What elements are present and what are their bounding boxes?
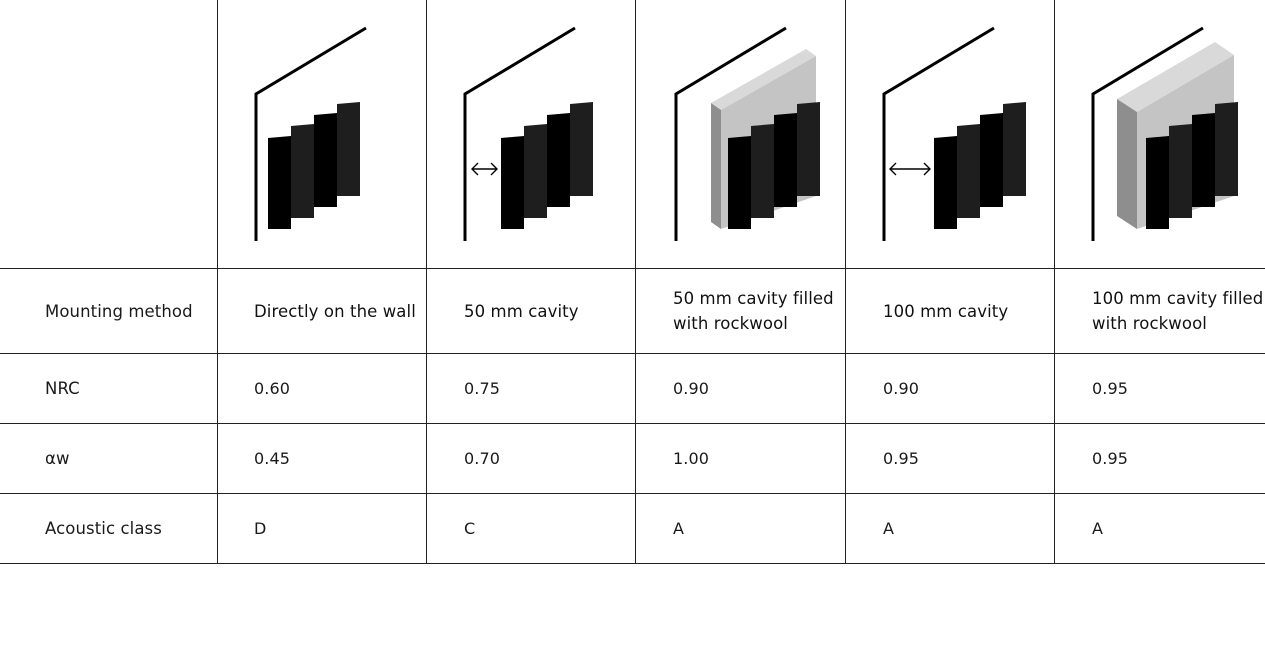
acoustic-class-value: A xyxy=(883,519,895,538)
row-divider xyxy=(0,563,1265,564)
nrc-value: 0.90 xyxy=(673,379,710,398)
acoustic-class-value: A xyxy=(1092,519,1104,538)
acoustic-class-value: D xyxy=(254,519,267,538)
acoustic-class-value: A xyxy=(673,519,685,538)
aw-value: 0.70 xyxy=(464,449,501,468)
mounting-method-cell: 100 mm cavity filled with rockwool xyxy=(1092,289,1264,333)
row-divider xyxy=(0,423,1265,424)
row-label-acoustic-class: Acoustic class xyxy=(45,519,162,538)
aw-value: 1.00 xyxy=(673,449,710,468)
cavity-arrow-icon xyxy=(889,162,931,176)
row-label-mounting-method: Mounting method xyxy=(45,301,193,321)
panel-directly-on-wall-icon xyxy=(218,0,427,268)
row-divider xyxy=(0,268,1265,269)
mounting-method-cell: 50 mm cavity xyxy=(464,301,579,321)
row-label-aw: αw xyxy=(45,449,70,468)
column-divider xyxy=(426,0,427,564)
nrc-value: 0.95 xyxy=(1092,379,1129,398)
panel-100mm-rockwool-icon xyxy=(1055,0,1264,268)
mounting-method-cell: 100 mm cavity xyxy=(883,301,1009,321)
mounting-method-cell: 50 mm cavity filled with rockwool xyxy=(673,289,834,333)
row-divider xyxy=(0,353,1265,354)
panel-50mm-cavity-icon xyxy=(427,0,636,268)
aw-value: 0.95 xyxy=(883,449,920,468)
nrc-value: 0.60 xyxy=(254,379,291,398)
aw-value: 0.45 xyxy=(254,449,291,468)
cavity-arrow-icon xyxy=(471,162,498,176)
nrc-value: 0.90 xyxy=(883,379,920,398)
panel-100mm-cavity-icon xyxy=(846,0,1055,268)
acoustic-class-value: C xyxy=(464,519,476,538)
aw-value: 0.95 xyxy=(1092,449,1129,468)
column-divider xyxy=(635,0,636,564)
nrc-value: 0.75 xyxy=(464,379,501,398)
row-divider xyxy=(0,493,1265,494)
panel-50mm-rockwool-icon xyxy=(636,0,845,268)
row-label-nrc: NRC xyxy=(45,379,80,398)
mounting-method-cell: Directly on the wall xyxy=(254,301,416,321)
column-divider xyxy=(217,0,218,564)
column-divider xyxy=(845,0,846,564)
column-divider xyxy=(1054,0,1055,564)
